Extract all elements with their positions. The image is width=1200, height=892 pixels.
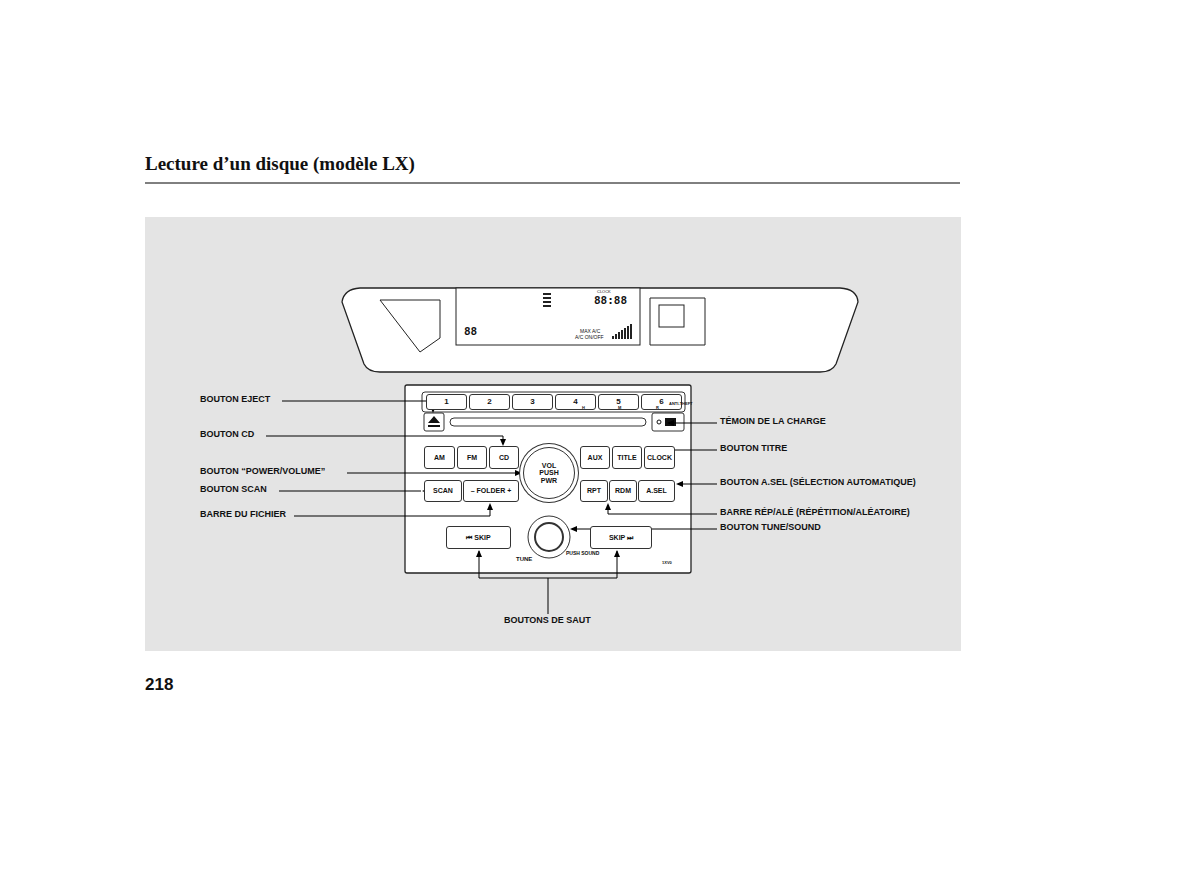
knob-text: TUNE (516, 556, 532, 563)
tune-knob (535, 523, 563, 551)
callout-label: BOUTON TUNE/SOUND (718, 523, 823, 533)
callout-label: BOUTON “POWER/VOLUME” (198, 467, 327, 477)
preset-button: 1 (426, 394, 467, 410)
display-digits: 88 (464, 326, 477, 338)
button-text: SKIP ⏭ (609, 534, 633, 541)
am-button: AM (424, 446, 455, 469)
preset-bar (422, 392, 685, 412)
skip-button: SKIP ⏭ (590, 526, 652, 549)
lcd-screen (456, 288, 640, 345)
preset-button: 4 (555, 394, 596, 410)
preset-letter: M (618, 406, 621, 410)
button-text: RDM (615, 487, 631, 494)
button-text: FM (467, 454, 477, 461)
button-text: AM (434, 454, 445, 461)
disc-slot (450, 418, 646, 426)
button-text: 5 (616, 398, 620, 406)
preset-letter: R (656, 406, 659, 410)
leader-lines (266, 401, 717, 614)
preset-button: 3 (512, 394, 553, 410)
page-number: 218 (145, 676, 173, 695)
display-text: CLOCK (597, 290, 611, 294)
callout-label: BOUTON CD (198, 430, 256, 440)
asel-button: A.SEL (638, 480, 675, 502)
title-button: TITLE (612, 446, 642, 469)
button-text: CLOCK (647, 454, 672, 461)
random-button: RDM (609, 480, 637, 502)
button-text: ⏮ SKIP (466, 534, 490, 541)
callout-label: BOUTONS DE SAUT (502, 616, 593, 626)
page-title: Lecture d’un disque (modèle LX) (145, 154, 415, 175)
button-text: VOL PUSH PWR (538, 462, 560, 484)
aux-button: AUX (580, 446, 610, 469)
tune-knob-ring (528, 516, 570, 558)
repeat-button: RPT (580, 480, 608, 502)
callout-label: BARRE DU FICHIER (198, 510, 288, 520)
callout-label: BARRE RÉP/ALÉ (RÉPÉTITION/ALÉATOIRE) (718, 508, 912, 518)
clock-button: CLOCK (644, 446, 675, 469)
button-text: 6 (659, 398, 663, 406)
button-text: TITLE (617, 454, 636, 461)
button-text: AUX (588, 454, 603, 461)
preset-button: 2 (469, 394, 510, 410)
skip-button: ⏮ SKIP (446, 526, 511, 549)
knob-text: PUSH SOUND (566, 551, 599, 557)
button-text: SCAN (433, 487, 453, 494)
volume-knob: VOL PUSH PWR (523, 447, 575, 499)
load-indicator-button (652, 413, 684, 431)
cd-button: CD (489, 446, 519, 469)
display-text: A/C ON/OFF (575, 335, 604, 341)
button-text: 1 (444, 398, 448, 406)
clock-digits: 88:88 (594, 295, 627, 307)
right-vent (650, 298, 705, 345)
model-code: 1XV0 (662, 561, 672, 565)
button-text: RPT (587, 487, 601, 494)
title-rule (145, 183, 960, 184)
callout-label: TÉMOIN DE LA CHARGE (718, 417, 828, 427)
display-text: MAX A/C (580, 329, 600, 335)
button-text: CD (499, 454, 509, 461)
callout-label: BOUTON SCAN (198, 485, 269, 495)
eject-button (424, 413, 444, 431)
folder-bar: – FOLDER + (463, 480, 519, 502)
display-bezel (342, 288, 858, 372)
indicator-led (657, 420, 661, 424)
disc-icon (665, 418, 676, 426)
theft-text: ANTI-THEFT (669, 402, 693, 406)
sensor (659, 305, 684, 327)
button-text: – FOLDER + (471, 487, 512, 494)
callout-label: BOUTON A.SEL (SÉLECTION AUTOMATIQUE) (718, 478, 918, 488)
left-vent (380, 300, 440, 352)
fm-button: FM (457, 446, 487, 469)
button-text: 2 (487, 398, 491, 406)
scan-button: SCAN (424, 480, 462, 502)
figure-panel (145, 217, 961, 651)
faceplate (405, 385, 691, 573)
button-text: 4 (573, 398, 577, 406)
button-text: 3 (530, 398, 534, 406)
callout-label: BOUTON TITRE (718, 444, 789, 454)
preset-letter: H (582, 406, 585, 410)
eject-symbol (428, 416, 440, 427)
button-text: A.SEL (646, 487, 667, 494)
leader-arrowheads (422, 406, 683, 557)
callout-label: BOUTON EJECT (198, 395, 272, 405)
